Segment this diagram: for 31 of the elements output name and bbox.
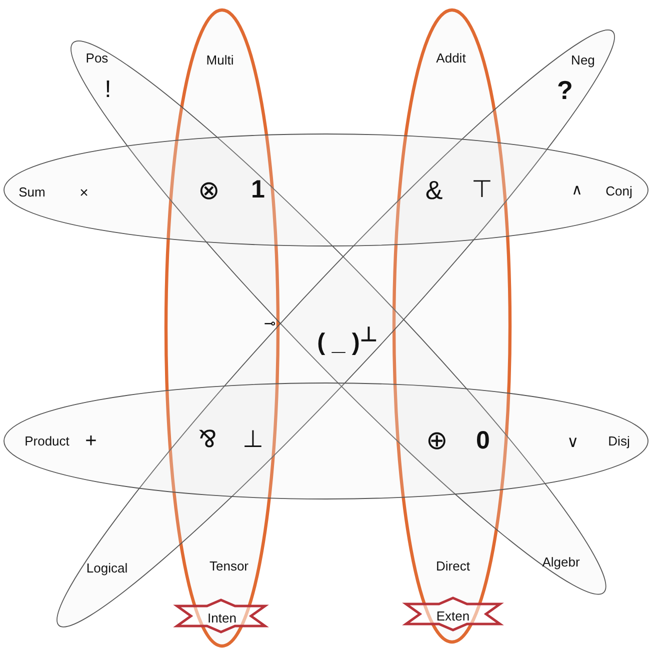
logic-symbol: ⊸ <box>264 316 276 330</box>
set-label: Sum <box>18 186 46 198</box>
set-label: Logical <box>86 561 128 574</box>
set-label: Conj <box>606 184 632 198</box>
set-label: Pos <box>86 51 108 64</box>
set-label: Addit <box>436 52 466 64</box>
logic-symbol: ∧ <box>572 182 582 198</box>
logic-symbol: ⊗ <box>198 177 220 203</box>
set-ellipse <box>166 10 278 646</box>
set-ellipse <box>4 383 648 499</box>
logic-symbol: × <box>80 186 88 200</box>
logic-symbol: ? <box>557 77 573 103</box>
logic-symbol: ⊥ <box>242 428 264 452</box>
logic-symbol: ⅋ <box>199 428 217 452</box>
set-label: Algebr <box>542 555 580 568</box>
logic-symbol: + <box>85 431 97 451</box>
logic-symbol: 0 <box>476 428 490 454</box>
logic-symbol: & <box>425 177 443 203</box>
set-label: Neg <box>571 53 595 66</box>
logic-symbol: ⊕ <box>426 427 448 453</box>
logic-symbol: ! <box>104 78 112 102</box>
logic-symbol: ( _ )$^{⊥}$ <box>317 325 377 355</box>
logic-symbol: 1 <box>251 178 265 202</box>
logic-symbol: ⊤ <box>472 178 492 202</box>
set-label: Direct <box>436 560 470 572</box>
set-label: Disj <box>608 434 630 448</box>
set-ellipse <box>4 134 648 246</box>
logic-symbol: ∨ <box>567 435 579 451</box>
set-label: Multi <box>206 54 234 66</box>
set-label: Product <box>24 434 70 448</box>
set-label: Tensor <box>209 560 249 572</box>
